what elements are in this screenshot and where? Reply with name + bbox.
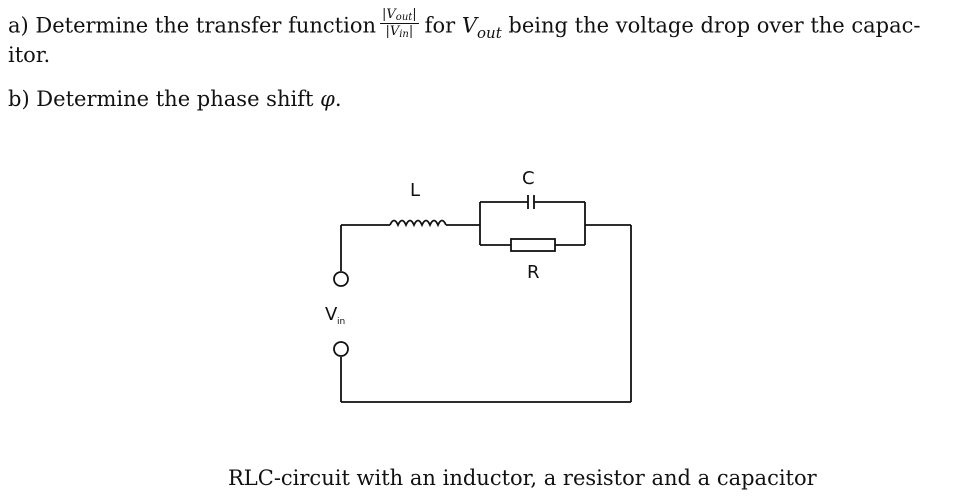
- capacitor-label: C: [522, 168, 535, 189]
- question-a-prefix: a) Determine the transfer function: [8, 13, 377, 38]
- terminal-bottom: [333, 341, 349, 357]
- question-a-suffix: being the voltage drop over the capac-: [508, 13, 921, 38]
- question-a-mid: for: [424, 13, 456, 38]
- question-b-end: .: [334, 87, 342, 111]
- vout-variable: V: [461, 13, 477, 38]
- numerator-subscript: out: [395, 12, 413, 23]
- question-b: b) Determine the phase shift φ.: [8, 89, 342, 110]
- inductor-label: L: [410, 180, 420, 201]
- question-a-line-1: a) Determine the transfer function|Vout|…: [8, 8, 921, 42]
- source-label-subscript: in: [337, 317, 345, 327]
- fraction-numerator: |Vout|: [380, 8, 419, 24]
- fraction-denominator: |Vin|: [380, 24, 419, 39]
- denominator-subscript: in: [399, 28, 409, 40]
- figure-caption: RLC-circuit with an inductor, a resistor…: [228, 466, 817, 490]
- inductor-coil: [389, 219, 447, 228]
- source-label: V: [325, 304, 338, 325]
- denominator-bar: |: [408, 23, 414, 39]
- numerator-bar: |: [412, 7, 417, 22]
- resistor-body: [510, 238, 556, 252]
- question-b-text: b) Determine the phase shift: [8, 87, 314, 111]
- resistor-label: R: [527, 262, 540, 283]
- numerator-variable: |V: [382, 7, 396, 22]
- terminal-top: [333, 271, 349, 287]
- phase-symbol: φ: [320, 87, 335, 111]
- transfer-function-fraction: |Vout||Vin|: [380, 8, 419, 39]
- question-a-line-2: itor.: [8, 43, 51, 67]
- vout-subscript: out: [477, 23, 502, 42]
- denominator-variable: |V: [385, 23, 400, 39]
